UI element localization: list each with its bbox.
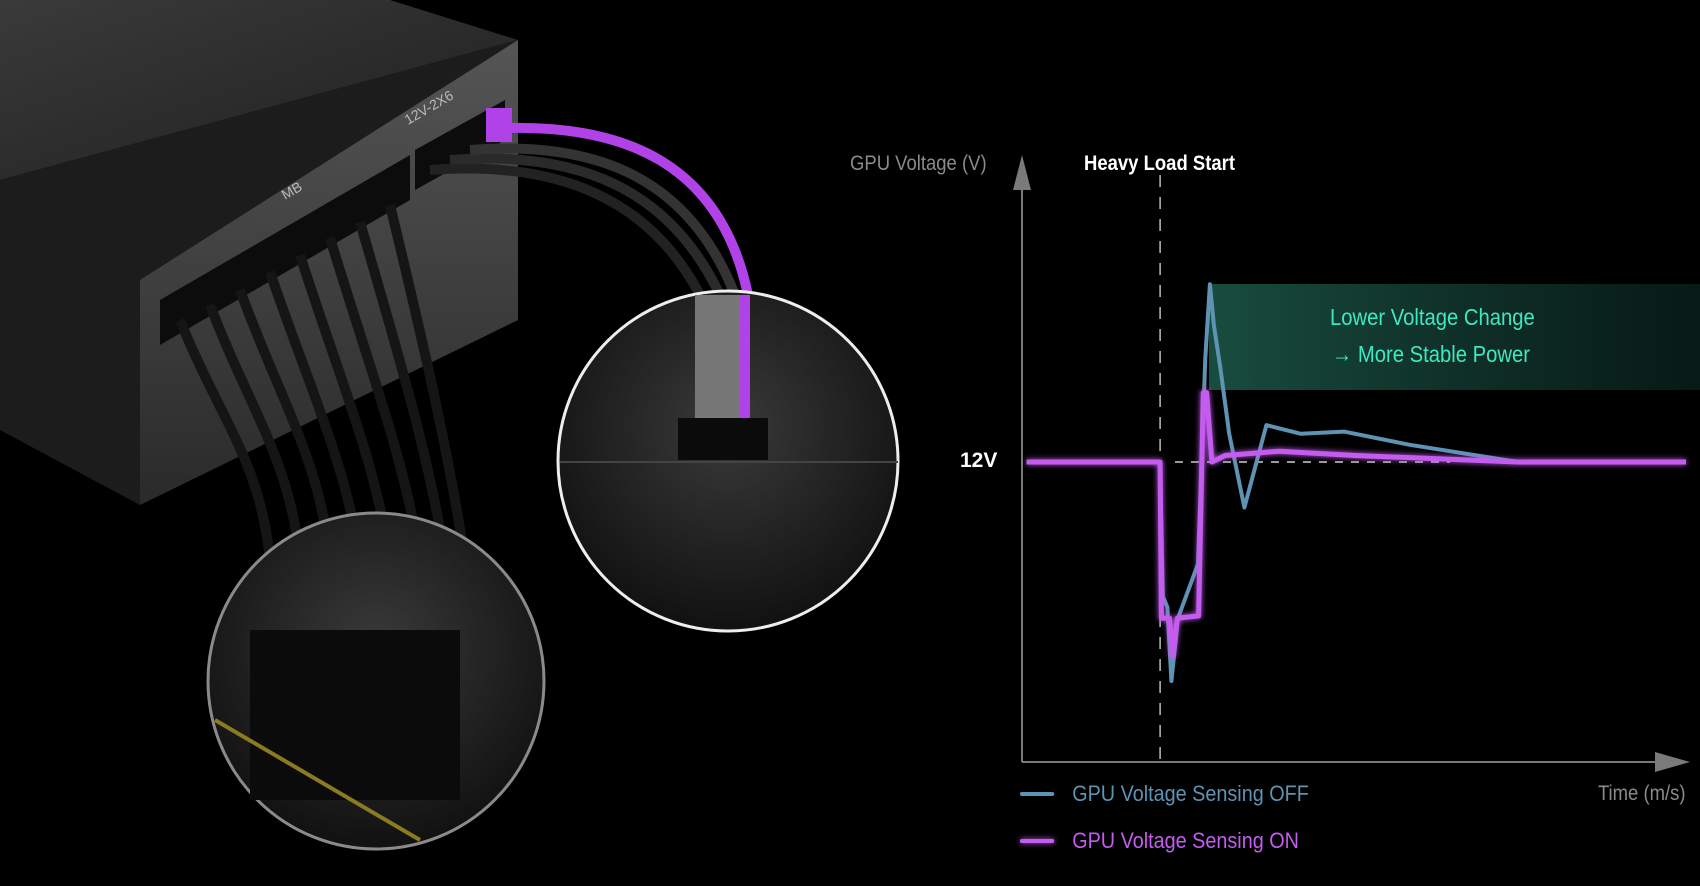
psu-illustration: MB 12V-2X6 xyxy=(0,0,900,851)
series-layer xyxy=(1026,282,1686,683)
mb-port xyxy=(160,155,410,345)
legend-item-sensing-off: GPU Voltage Sensing OFF xyxy=(1020,781,1309,807)
annotation-line-2: → More Stable Power xyxy=(1332,341,1530,367)
series-line-sensing-off xyxy=(1026,282,1686,683)
annotation-box xyxy=(1209,284,1700,390)
legend-label-on: GPU Voltage Sensing ON xyxy=(1072,828,1299,853)
zoom-lens-gpu-connector xyxy=(556,289,900,633)
x-axis-arrow xyxy=(1655,752,1690,772)
legend-swatch-off xyxy=(1020,792,1055,796)
heavy-load-start-label: Heavy Load Start xyxy=(1084,152,1235,175)
x-axis-label: Time (m/s) xyxy=(1598,782,1686,805)
y-tick-12v: 12V xyxy=(960,449,998,472)
y-axis-label: GPU Voltage (V) xyxy=(850,152,987,175)
sense-wire-purple xyxy=(504,122,753,297)
psu-top-face xyxy=(0,0,518,180)
y-axis-arrow xyxy=(1013,155,1031,190)
zoom-lens-mb-connector xyxy=(206,511,546,851)
legend-label-off: GPU Voltage Sensing OFF xyxy=(1072,781,1309,806)
legend-item-sensing-on: GPU Voltage Sensing ON xyxy=(1020,828,1299,854)
legend-swatch-on xyxy=(1020,839,1055,843)
gpu-cable-bundle xyxy=(429,108,753,298)
sense-connector xyxy=(486,108,512,142)
series-line-sensing-on xyxy=(1026,390,1686,659)
annotation-line-1: Lower Voltage Change xyxy=(1330,304,1535,330)
